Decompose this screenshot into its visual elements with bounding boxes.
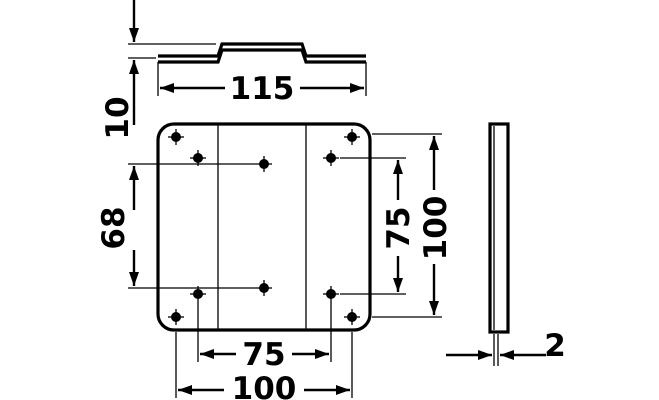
dimension-label-overall-width: 100 — [232, 371, 297, 400]
hole-inner-bottom-right — [323, 286, 339, 302]
hole-center-lower — [256, 280, 272, 296]
profile-outline-inner — [158, 48, 366, 64]
dimension-overall-width: 100 — [175, 332, 353, 400]
dimension-label-overall-height: 100 — [418, 196, 454, 261]
dimension-hole-span-bottom: 75 — [197, 302, 332, 373]
dimension-label-top-width: 115 — [230, 71, 295, 107]
hole-inner-top-left — [190, 150, 206, 166]
dimension-top-width: 115 — [157, 62, 367, 107]
dimension-overall-height: 100 — [372, 133, 454, 318]
dimension-label-thickness: 2 — [544, 328, 566, 364]
hole-inner-bottom-left — [190, 286, 206, 302]
plate-front-view — [156, 122, 372, 332]
dimension-label-hole-span-left: 68 — [96, 206, 132, 249]
hole-corner-top-left — [168, 129, 184, 145]
plate-edge — [488, 122, 510, 334]
mounting-holes — [168, 129, 360, 325]
dimension-label-step-height: 10 — [100, 96, 136, 139]
top-profile-view — [158, 42, 366, 64]
dimension-label-hole-span-right: 75 — [381, 206, 417, 249]
dimension-hole-span-left: 68 — [96, 163, 256, 289]
plate-side-view: 2 — [446, 122, 566, 366]
hole-corner-bottom-left — [168, 309, 184, 325]
dimension-hole-span-right: 75 — [340, 157, 417, 295]
dimension-label-hole-span-bottom: 75 — [242, 337, 285, 373]
dimension-step-height: 10 — [100, 0, 216, 140]
hole-corner-top-right — [344, 129, 360, 145]
plate-outline — [156, 122, 372, 332]
hole-corner-bottom-right — [344, 309, 360, 325]
hole-inner-top-right — [323, 150, 339, 166]
profile-outline — [158, 42, 366, 58]
hole-center-upper — [256, 156, 272, 172]
